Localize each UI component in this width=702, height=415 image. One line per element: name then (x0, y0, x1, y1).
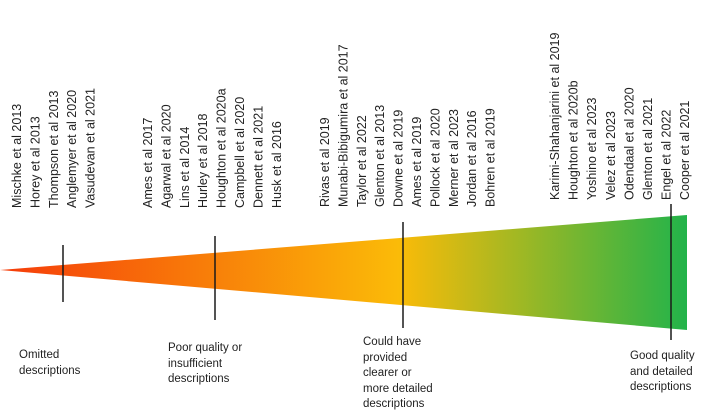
group-2-caption: Could have provided clearer or more deta… (363, 335, 473, 413)
reference-label: Rivas et al 2019 (318, 117, 332, 207)
reference-label: Mischke et al 2013 (10, 104, 24, 208)
reference-label: Ames et al 2017 (141, 118, 155, 208)
caption-line: Could have (363, 336, 422, 348)
reference-label: Jordan et al 2016 (465, 110, 479, 207)
reference-label: Husk et al 2016 (270, 121, 284, 208)
caption-line: provided (363, 351, 408, 364)
caption-line: more detailed (363, 382, 433, 395)
reference-label: Engel et al 2022 (660, 110, 674, 200)
caption-line: Good quality (630, 350, 695, 362)
reference-label: Vasudevan et al 2021 (84, 88, 98, 208)
caption-line: and detailed (630, 365, 693, 378)
reference-label: Dennett et al 2021 (251, 106, 265, 208)
reference-label: Taylor et al 2022 (355, 115, 369, 207)
caption-line: descriptions (168, 373, 230, 385)
quality-gradient-wedge (0, 215, 687, 330)
reference-label: Campbell et al 2020 (233, 97, 247, 208)
group-0-caption: Omitted descriptions (19, 348, 129, 379)
reference-label: Pollock et al 2020 (428, 108, 442, 207)
reference-label: Karimi-Shahanjarini et al 2019 (548, 32, 562, 200)
reference-label: Ames et al 2019 (410, 117, 424, 207)
reference-label: Odendaal et al 2020 (622, 87, 636, 200)
reference-label: Yoshino et al 2023 (585, 98, 599, 200)
group-3-caption: Good quality and detailed descriptions (630, 349, 700, 396)
reference-label: Glenton et al 2013 (373, 105, 387, 207)
caption-line: Omitted (19, 349, 60, 361)
caption-line: descriptions (630, 381, 692, 393)
group-1-caption: Poor quality or insufficient description… (168, 341, 288, 388)
caption-line: insufficient (168, 357, 223, 370)
reference-label: Downe et al 2019 (392, 110, 406, 207)
caption-line: descriptions (19, 364, 81, 377)
reference-label: Merner et al 2023 (447, 109, 461, 207)
reference-label: Velez et al 2023 (604, 111, 618, 200)
reference-label: Horey et al 2013 (28, 116, 42, 208)
reference-label: Glenton et al 2021 (641, 98, 655, 200)
reference-label: Anglemyer et al 2020 (65, 90, 79, 208)
caption-line: clearer or (363, 367, 412, 379)
reference-labels: Mischke et al 2013 Horey et al 2013 Thomps… (10, 32, 692, 208)
reference-label: Munabi-Bibigumira et al 2017 (336, 44, 350, 207)
caption-line: Poor quality or (168, 342, 243, 354)
reference-label: Bohren et al 2019 (484, 108, 498, 207)
reference-label: Agarwal et al 2020 (159, 104, 173, 208)
reference-label: Thompson et al 2013 (47, 91, 61, 208)
reference-label: Cooper et al 2021 (678, 101, 692, 200)
reference-label: Hurley et al 2018 (196, 113, 210, 208)
caption-line: descriptions (363, 398, 425, 410)
reference-label: Houghton et al 2020a (215, 88, 229, 208)
reference-label: Houghton et al 2020b (567, 80, 581, 200)
reference-label: Lins et al 2014 (178, 127, 192, 208)
